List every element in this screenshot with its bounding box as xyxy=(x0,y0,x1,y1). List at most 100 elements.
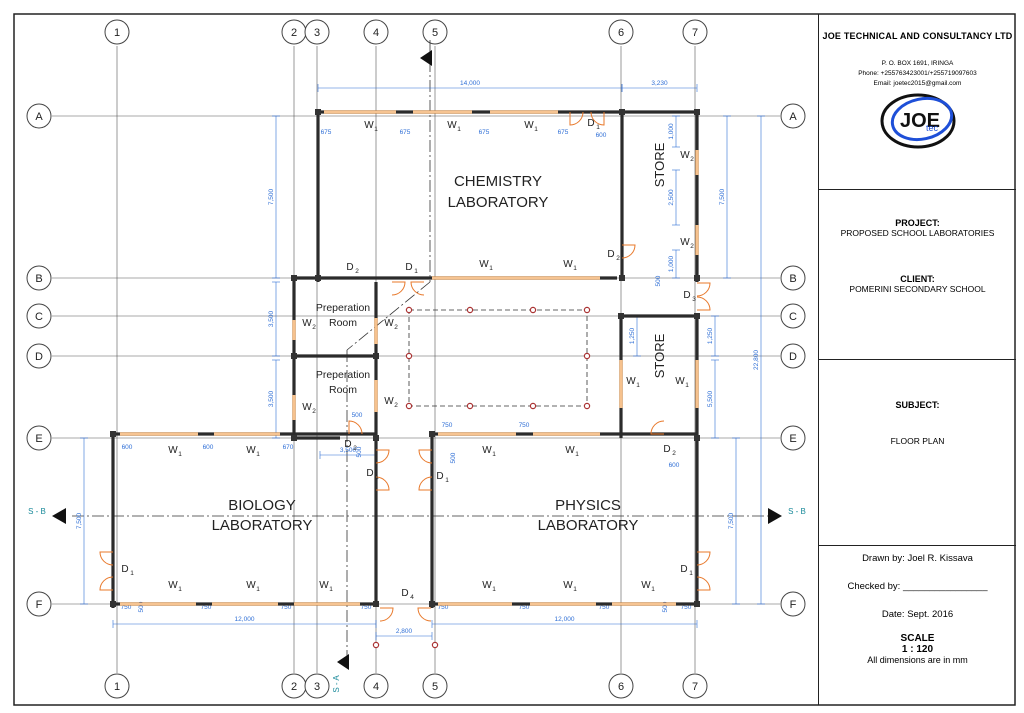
column-point xyxy=(583,306,591,314)
dim-phys-door: 500 xyxy=(450,452,457,463)
dim-phys-top-b: 750 xyxy=(519,422,530,429)
window-label-subscript: 1 xyxy=(651,586,655,593)
grid-bubble-row-D xyxy=(26,343,52,369)
grid-bubble-row-E xyxy=(26,425,52,451)
window-label-subscript: 2 xyxy=(394,324,398,331)
grid-label-col-5: 5 xyxy=(432,681,438,693)
column-post xyxy=(291,275,297,281)
column-point xyxy=(405,402,413,410)
grid-label-col-6: 6 xyxy=(618,681,624,693)
door-swing xyxy=(590,111,605,126)
dim-d1-width: 600 xyxy=(596,132,607,139)
column-point xyxy=(466,306,474,314)
door-label: D xyxy=(344,439,351,450)
column-point xyxy=(405,306,413,314)
door-label-subscript: 3 xyxy=(692,296,696,303)
window-label: W xyxy=(168,580,178,591)
dim-chem-spacing: 675 xyxy=(400,129,411,136)
dim-top-total-text: 14,000 xyxy=(460,80,480,87)
column-point xyxy=(529,402,537,410)
window-label-subscript: 1 xyxy=(573,265,577,272)
dimension-note: All dimensions are in mm xyxy=(867,655,968,665)
grid-bubble-row-C xyxy=(26,303,52,329)
column-point xyxy=(431,641,439,649)
room-name-prep-1b: Room xyxy=(329,317,357,329)
dim-store-mid-height-text: 5,500 xyxy=(707,390,714,407)
dim-bottom-spacing: 750 xyxy=(201,604,212,611)
grid-label-row-E: E xyxy=(35,433,42,445)
window-label: W xyxy=(675,376,685,387)
logo-subtext: tec xyxy=(926,123,939,133)
grid-label-row-E: E xyxy=(789,433,796,445)
door-swing xyxy=(621,244,636,259)
project-label: PROJECT: xyxy=(895,218,940,228)
door-swing xyxy=(696,282,711,297)
room-name-chemistry: CHEMISTRY xyxy=(454,173,542,190)
company-address: P. O. BOX 1691, IRINGA xyxy=(881,60,954,67)
grid-label-col-7: 7 xyxy=(692,681,698,693)
grid-bubble-row-F xyxy=(780,591,806,617)
company-name: JOE TECHNICAL AND CONSULTANCY LTD xyxy=(822,31,1013,41)
subject-section: SUBJECT: FLOOR PLAN xyxy=(819,360,1016,546)
window-label-subscript: 1 xyxy=(374,126,378,133)
dim-bottom-spacing: 750 xyxy=(438,604,449,611)
grid-bubble-row-C xyxy=(780,303,806,329)
dim-chem-spacing: 675 xyxy=(321,129,332,136)
grid-bubble-row-B xyxy=(780,265,806,291)
window-label: W xyxy=(524,120,534,131)
window-label: W xyxy=(563,580,573,591)
dim-store-height-text: 7,500 xyxy=(719,188,726,205)
window-label: W xyxy=(479,259,489,270)
grid-label-col-2: 2 xyxy=(291,27,297,39)
column-post xyxy=(619,275,625,281)
door-label: D xyxy=(401,588,408,599)
dim-store-top-text: 1,000 xyxy=(668,123,675,140)
dim-bio-door: 500 xyxy=(138,601,145,612)
grid-label-col-1: 1 xyxy=(114,27,120,39)
column-post xyxy=(429,601,435,607)
door-label-subscript: 2 xyxy=(616,255,620,262)
grid-bubble-row-B xyxy=(26,265,52,291)
grid-bubble-col-3 xyxy=(304,19,330,45)
window-label: W xyxy=(384,318,394,329)
grid-label-col-5: 5 xyxy=(432,27,438,39)
dim-bottom-spacing: 750 xyxy=(599,604,610,611)
door-label: D xyxy=(121,564,128,575)
door-swing xyxy=(696,296,711,311)
column-post xyxy=(291,353,297,359)
dim-top-store-text: 3,230 xyxy=(651,80,668,87)
grid-bubble-col-1 xyxy=(104,673,130,699)
signoff-section: Drawn by: Joel R. Kissava Checked by: __… xyxy=(819,546,1016,705)
window-label: W xyxy=(563,259,573,270)
window-label-subscript: 1 xyxy=(636,382,640,389)
dim-bio-mid: 600 xyxy=(203,444,214,451)
door-label: D xyxy=(366,468,373,479)
company-logo: JOE tec xyxy=(880,93,955,149)
dim-phys-top-a: 750 xyxy=(442,422,453,429)
column-post xyxy=(694,435,700,441)
room-name-store-top: STORE xyxy=(652,142,667,187)
grid-bubble-row-A xyxy=(26,103,52,129)
window-label-subscript: 1 xyxy=(329,586,333,593)
door-label-subscript: 2 xyxy=(355,268,359,275)
dim-prep-1-text: 3,500 xyxy=(268,310,275,327)
column-post xyxy=(694,275,700,281)
window-label: W xyxy=(168,445,178,456)
door-label-subscript: 1 xyxy=(130,570,134,577)
dim-chem-spacing: 675 xyxy=(479,129,490,136)
grid-label-col-6: 6 xyxy=(618,27,624,39)
door-label-subscript: 1 xyxy=(414,268,418,275)
dim-phys-width-text: 12,000 xyxy=(555,616,575,623)
door-swing xyxy=(410,281,425,296)
grid-bubble-col-6 xyxy=(608,673,634,699)
project-value: PROPOSED SCHOOL LABORATORIES xyxy=(840,228,995,238)
window-label-subscript: 1 xyxy=(492,586,496,593)
grid-bubble-col-7 xyxy=(682,19,708,45)
window-label: W xyxy=(246,580,256,591)
grid-bubble-row-D xyxy=(780,343,806,369)
section-arrow-bottom xyxy=(337,654,349,670)
dim-bio-width-text: 12,000 xyxy=(235,616,255,623)
